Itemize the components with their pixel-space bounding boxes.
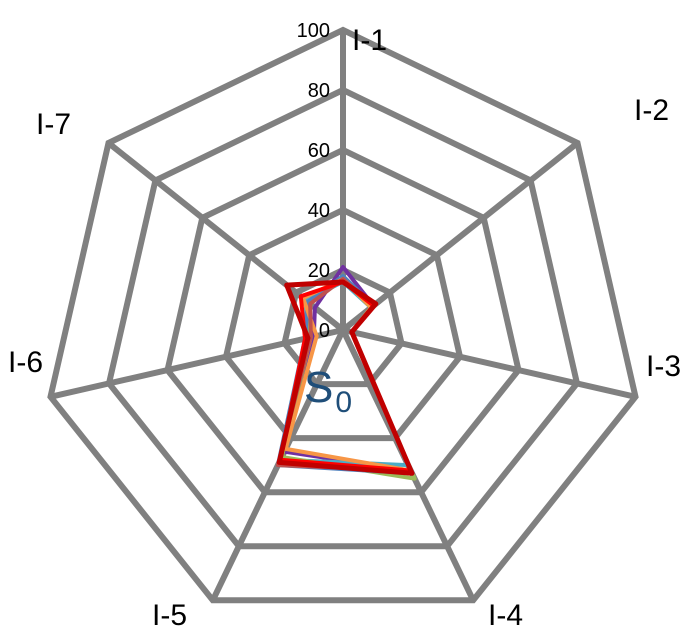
grid-ring-3 (164, 146, 522, 496)
axis-label-I-6: I-6 (8, 346, 43, 379)
spoke-I-6 (49, 327, 344, 400)
grid-ring-5 (47, 26, 639, 604)
tick-label-80: 80 (308, 80, 330, 102)
axis-label-I-7: I-7 (36, 108, 71, 141)
grid-ring-4 (105, 86, 581, 550)
axis-label-I-4: I-4 (488, 599, 523, 627)
series-layer (275, 265, 417, 481)
annotation-s0: S0 (304, 363, 352, 419)
tick-label-0: 0 (319, 320, 330, 342)
axis-label-I-3: I-3 (646, 350, 681, 383)
tick-label-40: 40 (308, 200, 330, 222)
axis-label-I-5: I-5 (152, 599, 187, 627)
tick-label-60: 60 (308, 140, 330, 162)
tick-label-20: 20 (308, 260, 330, 282)
radar-grid (47, 26, 639, 604)
tick-label-100: 100 (297, 20, 330, 42)
axis-label-I-2: I-2 (634, 94, 669, 127)
label-layer: 0 20 40 60 80 100 I-1I-2I-3I-4 I-5 I-6 I-7S0 (8, 20, 681, 627)
spoke-I-3 (342, 327, 637, 400)
spoke-I-2 (341, 140, 580, 333)
series-line-8 (276, 279, 415, 476)
grid-ring-2 (222, 206, 464, 442)
axis-label-I-1: I-1 (352, 24, 387, 57)
